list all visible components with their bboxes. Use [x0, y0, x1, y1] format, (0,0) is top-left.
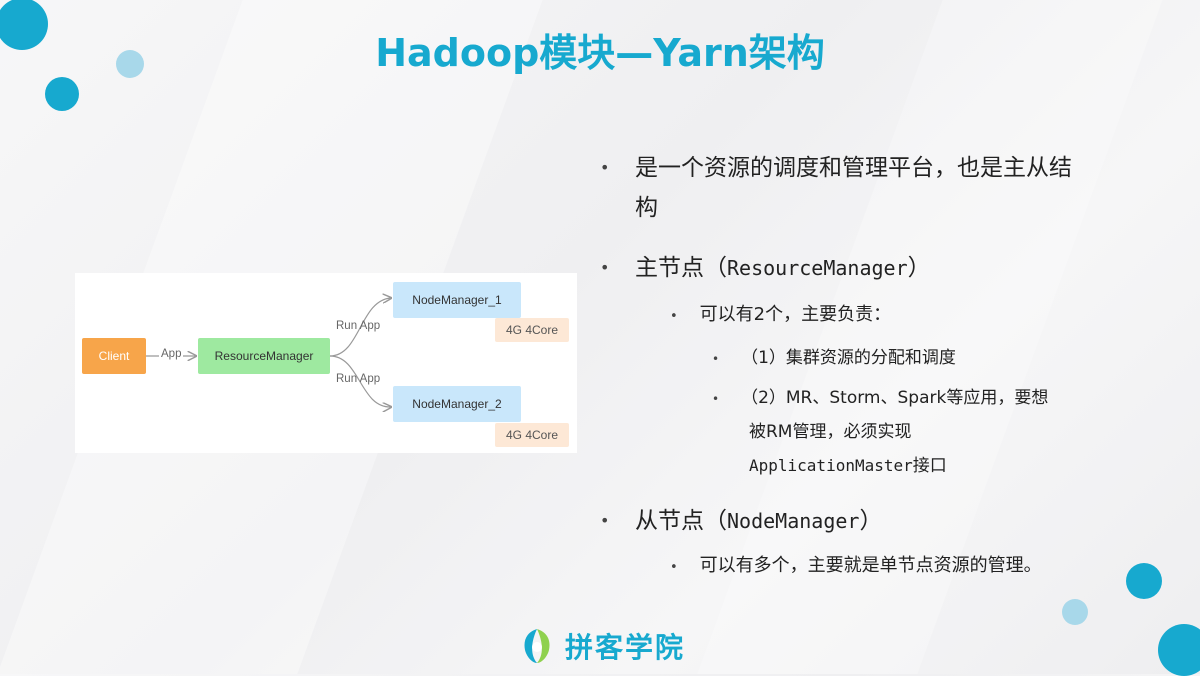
resource-allocation-text: （1）集群资源的分配和调度: [741, 348, 956, 368]
decor-dot: [0, 0, 48, 50]
resources-label: 4G 4Core: [505, 323, 559, 337]
bullet-platform-line1: 是一个资源的调度和管理平台，也是主从结: [635, 155, 1072, 181]
decor-dot: [116, 50, 144, 78]
bullet-resource-allocation: • （1）集群资源的分配和调度: [712, 341, 956, 376]
resource-manager-label: ResourceManager: [214, 349, 314, 363]
bullet-mark: •: [712, 392, 720, 406]
master-node-suffix: ）: [907, 255, 931, 281]
arrow-rm-to-nm2: [329, 355, 391, 407]
bullet-mark: •: [600, 158, 610, 177]
application-master-line2: 被RM管理，必须实现: [749, 422, 912, 442]
pinke-logo-icon: [524, 629, 550, 663]
resources-label: 4G 4Core: [505, 428, 559, 442]
brand-name: 拼客学院: [565, 631, 686, 664]
slave-node-code: NodeManager: [727, 509, 860, 533]
slave-node-prefix: 从节点（: [635, 508, 727, 534]
resource-manager-node: ResourceManager: [198, 338, 330, 374]
bullet-mark: •: [600, 511, 610, 530]
application-master-line1: （2）MR、Storm、Spark等应用，要想: [741, 388, 1049, 408]
client-node: Client: [82, 338, 146, 374]
node-manager-2-resources: 4G 4Core: [495, 423, 569, 447]
bullet-mark: •: [670, 560, 678, 575]
bullet-master-responsibility: • 可以有2个，主要负责：: [670, 300, 891, 332]
bullet-application-master: • （2）MR、Storm、Spark等应用，要想 被RM管理，必须实现 Appl…: [712, 381, 1049, 476]
application-master-suffix: 接口: [912, 456, 947, 476]
yarn-architecture-diagram: Client App ResourceManager Run App Run A…: [75, 273, 577, 453]
decor-dot: [45, 77, 79, 111]
edge-label-run-app-2: Run App: [336, 373, 381, 385]
decor-dot: [1126, 563, 1162, 599]
node-manager-2: NodeManager_2: [393, 386, 521, 422]
node-manager-1-resources: 4G 4Core: [495, 318, 569, 342]
node-manager-1-label: NodeManager_1: [412, 293, 502, 307]
master-node-code: ResourceManager: [727, 256, 908, 280]
edge-label-app: App: [159, 348, 184, 360]
brand-logo: 拼客学院: [517, 626, 685, 666]
slide-title: Hadoop模块—Yarn架构: [375, 31, 825, 75]
slave-responsibility-text: 可以有多个，主要就是单节点资源的管理。: [699, 555, 1042, 576]
node-manager-2-label: NodeManager_2: [412, 397, 502, 411]
bullet-platform-line2: 构: [635, 195, 658, 221]
bullet-mark: •: [712, 352, 720, 366]
slave-node-suffix: ）: [859, 508, 883, 534]
bullet-slave-responsibility: • 可以有多个，主要就是单节点资源的管理。: [670, 551, 1042, 583]
client-label: Client: [98, 349, 130, 363]
decor-dot: [1062, 599, 1088, 625]
node-manager-1: NodeManager_1: [393, 282, 521, 318]
decor-dot: [1158, 624, 1200, 676]
bullet-mark: •: [670, 309, 678, 324]
bullet-mark: •: [600, 258, 610, 277]
edge-label-run-app-1: Run App: [336, 320, 381, 332]
master-responsibility-text: 可以有2个，主要负责：: [699, 304, 892, 325]
arrow-rm-to-nm1: [329, 298, 391, 357]
application-master-code: ApplicationMaster: [749, 456, 913, 475]
master-node-prefix: 主节点（: [635, 255, 727, 281]
